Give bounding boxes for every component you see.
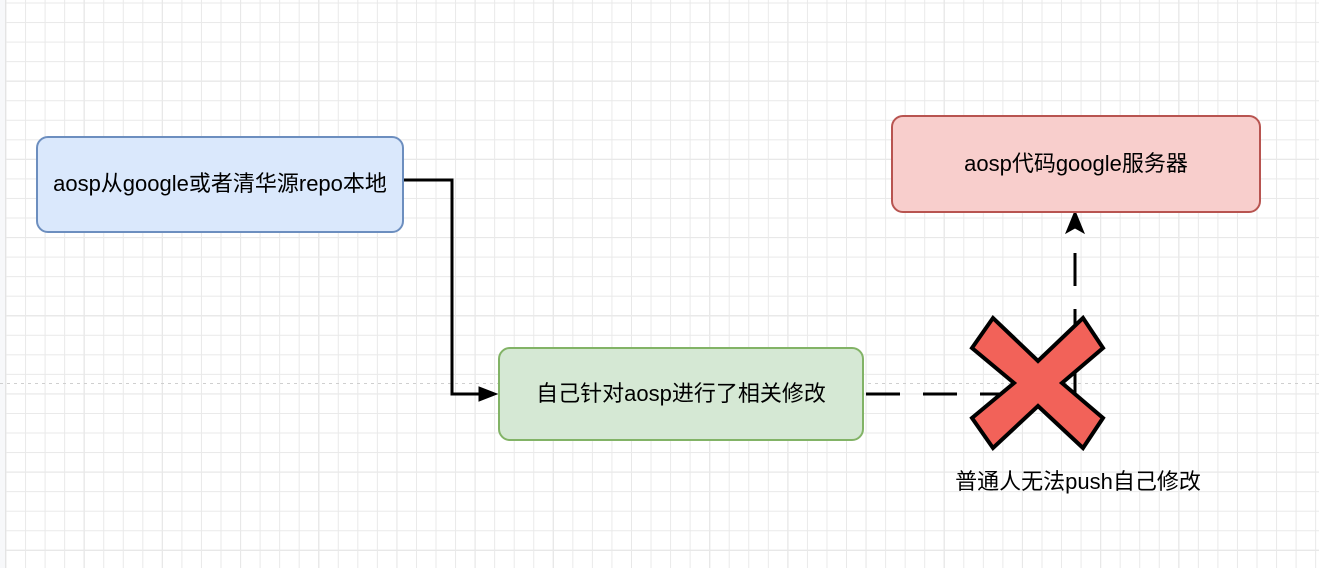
node-google-aosp-server[interactable]: aosp代码google服务器 (891, 115, 1261, 213)
connector-blue-to-green (404, 178, 499, 402)
node-local-modifications[interactable]: 自己针对aosp进行了相关修改 (498, 347, 864, 441)
cross-mark-caption: 普通人无法push自己修改 (955, 469, 1201, 494)
node-google-aosp-server-label: aosp代码google服务器 (964, 150, 1188, 176)
node-local-modifications-label: 自己针对aosp进行了相关修改 (536, 380, 826, 406)
node-aosp-local-repo-label: aosp从google或者清华源repo本地 (53, 171, 387, 197)
red-x-mark (969, 314, 1106, 452)
node-aosp-local-repo[interactable]: aosp从google或者清华源repo本地 (36, 136, 404, 233)
canvas-left-ruler-edge (0, 0, 6, 568)
connector-cross-to-red (1064, 209, 1086, 398)
